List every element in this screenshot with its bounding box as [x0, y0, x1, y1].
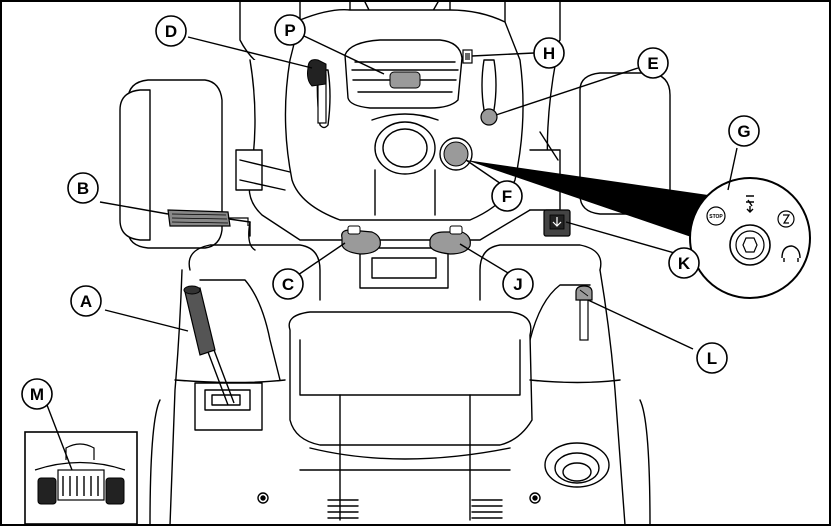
callout-j: J — [503, 269, 533, 299]
svg-text:F: F — [502, 187, 512, 206]
callout-g: G — [729, 116, 759, 146]
hour-meter — [390, 72, 420, 88]
svg-text:M: M — [30, 385, 44, 404]
rear-view-inset — [25, 432, 137, 524]
callout-f: F — [492, 181, 522, 211]
svg-text:A: A — [80, 292, 92, 311]
svg-text:E: E — [647, 54, 658, 73]
ignition-stop-label: STOP — [709, 214, 723, 220]
svg-text:G: G — [737, 122, 750, 141]
svg-text:H: H — [543, 44, 555, 63]
callout-p: P — [275, 15, 305, 45]
button-e — [481, 109, 497, 125]
callout-k: K — [669, 248, 699, 278]
svg-text:K: K — [678, 254, 691, 273]
callout-e: E — [638, 48, 668, 78]
svg-text:J: J — [513, 275, 522, 294]
pto-switch — [544, 210, 570, 236]
svg-text:B: B — [77, 179, 89, 198]
callout-h: H — [534, 38, 564, 68]
callout-c: C — [273, 269, 303, 299]
callout-m: M — [22, 379, 52, 409]
callout-b: B — [68, 173, 98, 203]
svg-text:D: D — [165, 22, 177, 41]
callout-l: L — [697, 343, 727, 373]
callout-d: D — [156, 16, 186, 46]
svg-text:P: P — [284, 21, 295, 40]
callout-a: A — [71, 286, 101, 316]
svg-text:C: C — [282, 275, 294, 294]
svg-text:L: L — [707, 349, 717, 368]
